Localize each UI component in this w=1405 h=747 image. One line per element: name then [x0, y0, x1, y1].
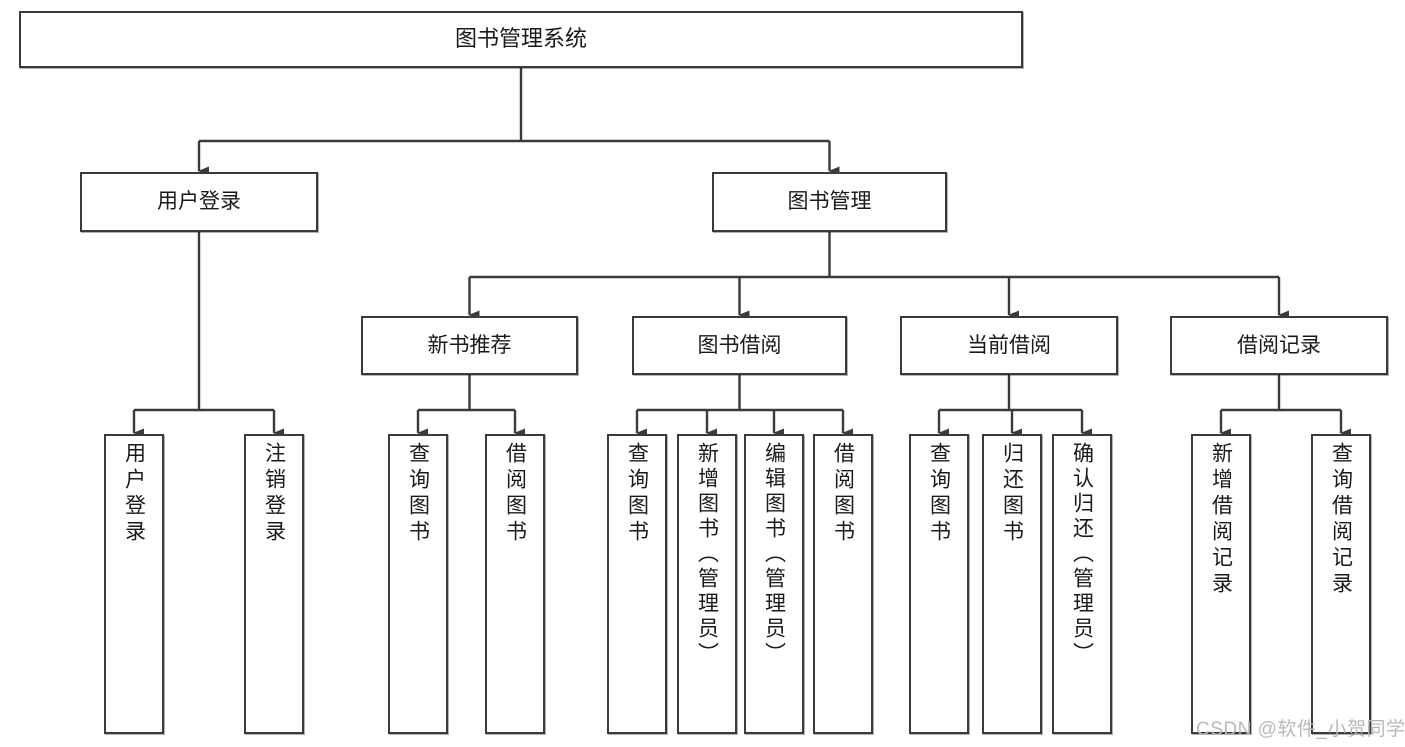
node-leaf_7[interactable]: 借阅图书	[813, 434, 873, 734]
node-label: 借阅记录	[1237, 333, 1321, 357]
node-leaf_2[interactable]: 查询图书	[388, 434, 448, 734]
csdn-watermark: CSDN @软件_小贺同学	[1196, 719, 1405, 740]
node-l2_1[interactable]: 图书借阅	[632, 316, 847, 375]
node-label: 编辑图书（管理员）	[762, 442, 786, 667]
node-l2_0[interactable]: 新书推荐	[361, 316, 578, 375]
node-label: 新增图书（管理员）	[695, 442, 719, 667]
node-label: 图书借阅	[697, 333, 782, 357]
node-leaf_6[interactable]: 编辑图书（管理员）	[744, 434, 804, 734]
node-leaf_9[interactable]: 归还图书	[982, 434, 1042, 734]
node-leaf_1[interactable]: 注销登录	[244, 434, 304, 734]
node-leaf_0[interactable]: 用户登录	[104, 434, 164, 734]
node-leaf_8[interactable]: 查询图书	[909, 434, 969, 734]
node-label: 注销登录	[262, 442, 286, 546]
node-label: 借阅图书	[831, 442, 855, 546]
node-label: 查询借阅记录	[1329, 442, 1353, 598]
node-l1_0[interactable]: 用户登录	[80, 172, 318, 232]
node-label: 图书管理	[787, 190, 872, 214]
node-label: 图书管理系统	[454, 26, 587, 52]
node-l2_3[interactable]: 借阅记录	[1170, 316, 1388, 375]
node-l1_1[interactable]: 图书管理	[712, 172, 947, 232]
node-label: 归还图书	[1000, 442, 1024, 546]
node-label: 新增借阅记录	[1209, 442, 1233, 598]
node-label: 用户登录	[122, 442, 146, 546]
node-label: 查询图书	[625, 442, 649, 546]
node-leaf_12[interactable]: 查询借阅记录	[1311, 434, 1371, 734]
node-label: 当前借阅	[967, 333, 1051, 357]
node-leaf_11[interactable]: 新增借阅记录	[1191, 434, 1251, 734]
node-leaf_10[interactable]: 确认归还（管理员）	[1052, 434, 1112, 734]
node-leaf_3[interactable]: 借阅图书	[485, 434, 545, 734]
node-leaf_5[interactable]: 新增图书（管理员）	[677, 434, 737, 734]
node-label: 查询图书	[406, 442, 430, 546]
node-label: 查询图书	[927, 442, 951, 546]
node-root[interactable]: 图书管理系统	[19, 11, 1023, 68]
node-leaf_4[interactable]: 查询图书	[607, 434, 667, 734]
node-label: 用户登录	[157, 190, 241, 214]
node-label: 新书推荐	[427, 333, 512, 357]
node-l2_2[interactable]: 当前借阅	[900, 316, 1118, 375]
node-label: 确认归还（管理员）	[1070, 442, 1094, 667]
node-label: 借阅图书	[503, 442, 527, 546]
